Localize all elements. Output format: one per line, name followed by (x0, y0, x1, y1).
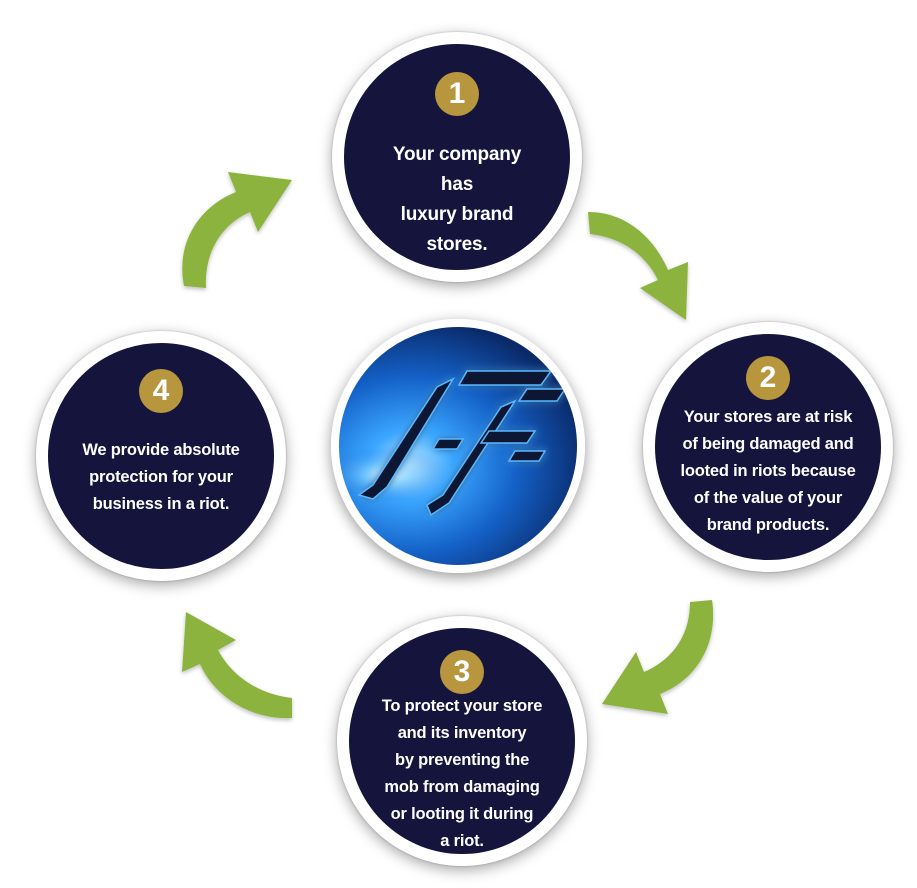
step-3-circle: 3 To protect your store and its inventor… (337, 616, 587, 866)
arrow-1-to-2-icon (588, 212, 688, 320)
step-4-text: We provide absolute protection for your … (82, 441, 240, 513)
arrow-2-to-3-icon (602, 600, 714, 714)
step-2-text: Your stores are at risk of being damaged… (680, 408, 856, 534)
af-logo-icon (339, 370, 567, 517)
step-3-badge: 3 (440, 650, 484, 694)
step-4-badge: 4 (139, 369, 183, 413)
center-logo (331, 319, 585, 573)
step-1-circle: 1 Your company has luxury brand stores. (332, 32, 582, 282)
arrow-3-to-4-icon (182, 612, 292, 719)
arrow-4-to-1-icon (182, 172, 292, 288)
step-4-circle: 4 We provide absolute protection for you… (36, 331, 286, 581)
step-1-badge: 1 (435, 72, 479, 116)
step-2-badge: 2 (746, 356, 790, 400)
step-3-text: To protect your store and its inventory … (381, 697, 543, 850)
step-1-text: Your company has luxury brand stores. (392, 144, 522, 255)
step-2-circle: 2 Your stores are at risk of being damag… (643, 322, 893, 572)
